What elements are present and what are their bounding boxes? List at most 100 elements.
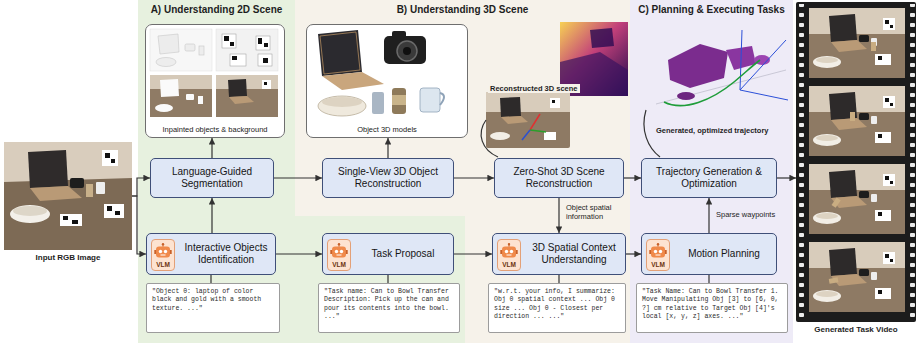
inpainted-thumbnails xyxy=(145,24,285,138)
inpainted-thumbnails xyxy=(186,94,194,100)
panel-heading: B) Understanding 3D Scene xyxy=(295,0,630,16)
robot-icon xyxy=(164,250,167,253)
input-photo xyxy=(28,150,68,188)
object-models xyxy=(306,24,468,138)
process-label: Trajectory Generation & Optimization xyxy=(648,166,770,190)
film-strip xyxy=(809,86,905,156)
robot-icon xyxy=(335,250,338,253)
stage-panel: C) Planning & Executing TasksTrajectory … xyxy=(630,0,793,343)
reconstructed-scene xyxy=(486,92,570,148)
depth-map xyxy=(590,28,614,48)
film-strip xyxy=(809,164,905,234)
object-models xyxy=(318,96,366,116)
inpainted-thumbnails xyxy=(263,58,268,63)
robot-icon xyxy=(338,243,340,245)
inpainted-thumbnails xyxy=(228,79,247,97)
connector xyxy=(274,177,322,178)
robot-icon xyxy=(346,250,348,254)
input-photo xyxy=(13,206,47,216)
film-strip xyxy=(850,112,855,121)
reconstructed-scene xyxy=(501,116,528,124)
process-label: 3D Spatial Context Understanding xyxy=(527,242,621,266)
robot-icon xyxy=(516,250,518,254)
image-panel: Object 3D models xyxy=(306,24,468,138)
film-strip xyxy=(831,198,840,208)
object-models xyxy=(420,88,440,112)
panel-background xyxy=(630,0,793,343)
robot-icon xyxy=(170,250,172,254)
vlm-icon: VLM xyxy=(327,239,351,271)
process-box: Language-Guided Segmentation xyxy=(150,158,274,198)
inpainted-thumbnails xyxy=(150,75,212,89)
inpainted-thumbnails xyxy=(224,36,229,41)
inpainted-thumbnails xyxy=(160,79,179,97)
object-models xyxy=(397,41,417,61)
process-box: Task ProposalVLM xyxy=(322,233,454,275)
robot-icon xyxy=(658,244,659,247)
film-strip xyxy=(829,277,839,283)
process-label: Zero-Shot 3D Scene Reconstruction xyxy=(501,166,617,190)
robot-icon xyxy=(659,250,662,253)
film-strip xyxy=(809,242,905,312)
object-models xyxy=(392,31,406,38)
reconstructed-scene xyxy=(550,98,560,108)
reconstructed-scene xyxy=(486,92,570,112)
inpainted-thumbnails xyxy=(150,29,212,71)
robot-icon xyxy=(162,243,164,245)
film-strip xyxy=(796,2,916,322)
robot-icon xyxy=(154,250,156,254)
inpainted-thumbnails xyxy=(258,38,262,44)
vlm-output-text: "Object 0: laptop of color black and gol… xyxy=(152,288,274,313)
vlm-icon: VLM xyxy=(497,239,521,271)
inpainted-thumbnails xyxy=(222,34,236,48)
object-models xyxy=(322,97,362,107)
robot-icon xyxy=(340,250,343,253)
robot-icon xyxy=(337,255,342,256)
inpainted-thumbnails xyxy=(145,24,285,138)
image-caption: Inpainted objects & background xyxy=(162,125,267,134)
output-video: Generated Task Video xyxy=(796,2,916,322)
inpainted-thumbnails xyxy=(150,75,212,117)
input-photo xyxy=(104,204,124,218)
inpainted-thumbnails xyxy=(199,46,204,55)
process-box: Zero-Shot 3D Scene Reconstruction xyxy=(494,158,624,198)
connector xyxy=(708,275,709,283)
vlm-output-text: "Task name: Can to Bowl Transfer Descrip… xyxy=(324,288,454,322)
inpainted-thumbnails xyxy=(229,96,254,104)
process-label: Interactive Objects Identification xyxy=(181,242,271,266)
connector xyxy=(276,253,322,254)
vlm-tag: VLM xyxy=(156,262,170,269)
input-image: Input RGB Image xyxy=(4,142,132,250)
robot-icon xyxy=(156,247,170,258)
input-photo xyxy=(4,142,132,250)
robot-icon xyxy=(656,255,661,256)
inpainted-thumbnails xyxy=(264,82,267,85)
vlm-output-text: "w.r.t. your info, I summarize: Obj 0 sp… xyxy=(494,288,620,322)
reconstructed-scene xyxy=(490,132,510,140)
robot-icon xyxy=(500,243,518,259)
inpainted-thumbnails xyxy=(230,42,234,46)
robot-icon xyxy=(665,250,667,254)
image-panel: Inpainted objects & background xyxy=(145,24,285,138)
edge-label: Object spatial information xyxy=(564,203,628,221)
vlm-output-box: "w.r.t. your info, I summarize: Obj 0 sp… xyxy=(488,283,626,333)
figure-caption: Generated, optimized trajectory xyxy=(654,126,771,135)
inpainted-thumbnails xyxy=(155,104,173,112)
object-models xyxy=(322,72,384,90)
reconstructed-scene xyxy=(486,92,570,148)
object-models xyxy=(318,30,362,76)
input-photo xyxy=(30,186,82,201)
object-models xyxy=(403,47,411,55)
object-models xyxy=(306,24,468,138)
panel-heading: A) Understanding 2D Scene xyxy=(138,0,295,16)
process-label: Language-Guided Segmentation xyxy=(157,166,267,190)
figure-caption: Reconstructed 3D scene xyxy=(488,84,580,93)
input-photo xyxy=(4,178,132,250)
vlm-tag: VLM xyxy=(651,262,665,269)
input-photo xyxy=(102,150,118,166)
inpainted-thumbnails xyxy=(216,75,278,89)
input-photo xyxy=(105,153,110,158)
object-models xyxy=(440,93,444,105)
robot-icon xyxy=(330,250,332,254)
robot-icon xyxy=(508,243,510,245)
